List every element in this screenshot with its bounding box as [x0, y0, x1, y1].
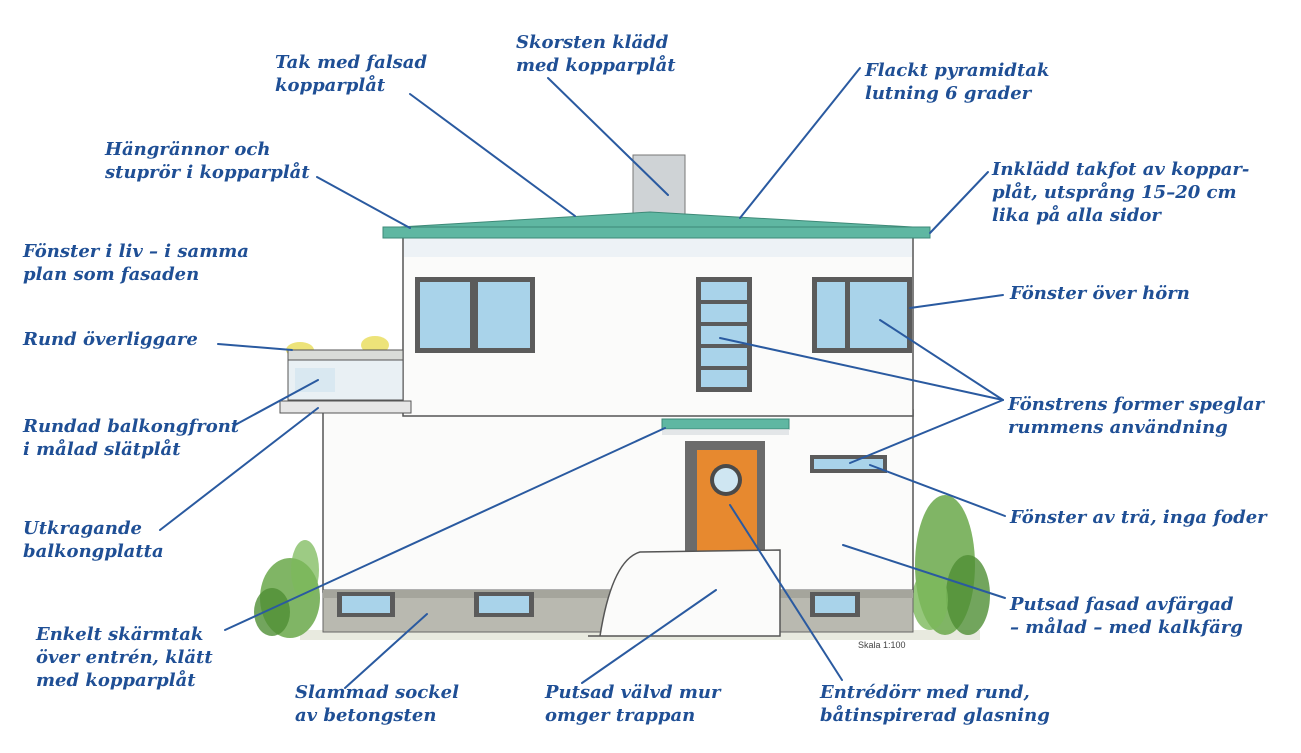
leader-overliggare	[217, 343, 293, 351]
label-fonster-over-horn: Fönster över hörn	[1010, 283, 1190, 304]
leader-tak	[409, 93, 576, 217]
bush-left	[254, 540, 320, 638]
copper-roof	[382, 211, 931, 229]
leader-balkongfront	[234, 379, 319, 426]
stair-window	[696, 277, 752, 392]
entrance-canopy	[661, 418, 790, 430]
leader-former-3	[849, 399, 1004, 464]
label-fonster-av-tra: Fönster av trä, inga foder	[1010, 507, 1267, 528]
leader-horn	[909, 294, 1004, 309]
leader-takfot	[929, 171, 989, 234]
scale-label: Skala 1:100	[858, 640, 906, 650]
leader-hangrannor	[316, 176, 411, 229]
upper-left-window	[415, 277, 535, 353]
leader-utkragande	[159, 407, 319, 531]
leader-fonster-tra	[869, 464, 1006, 517]
leader-skorsten	[547, 77, 669, 196]
leader-former-2	[879, 319, 1004, 401]
leader-former-1	[719, 337, 1004, 401]
basement-window-right	[810, 592, 860, 617]
balcony	[279, 336, 412, 414]
leader-fasad	[842, 544, 1006, 599]
arched-stair-wall	[588, 549, 781, 637]
leader-sockel	[344, 613, 428, 689]
bush-right	[912, 495, 990, 635]
entrance-door	[685, 441, 765, 553]
roof-eave	[382, 226, 931, 239]
leader-skarmtak	[224, 427, 666, 631]
lower-facade	[322, 409, 914, 593]
leader-dorr	[729, 504, 843, 681]
label-rund-overliggare: Rund överliggare	[23, 329, 198, 350]
leader-valvd-mur	[581, 589, 717, 684]
small-window	[810, 455, 887, 473]
leader-lines	[159, 67, 1006, 689]
corner-window	[812, 277, 912, 353]
basement-window-middle	[474, 592, 534, 617]
leader-pyramidtak	[739, 67, 861, 219]
label-putsad-fasad: Putsad fasad avfärgad– målad – med kalkf…	[1010, 594, 1243, 638]
label-entredorr: Entrédörr med rund,båtinspirerad glasnin…	[820, 682, 1050, 726]
label-inkladd-takfot: Inklädd takfot av koppar-plåt, utsprång …	[992, 159, 1250, 226]
basement-window-left	[337, 592, 395, 617]
